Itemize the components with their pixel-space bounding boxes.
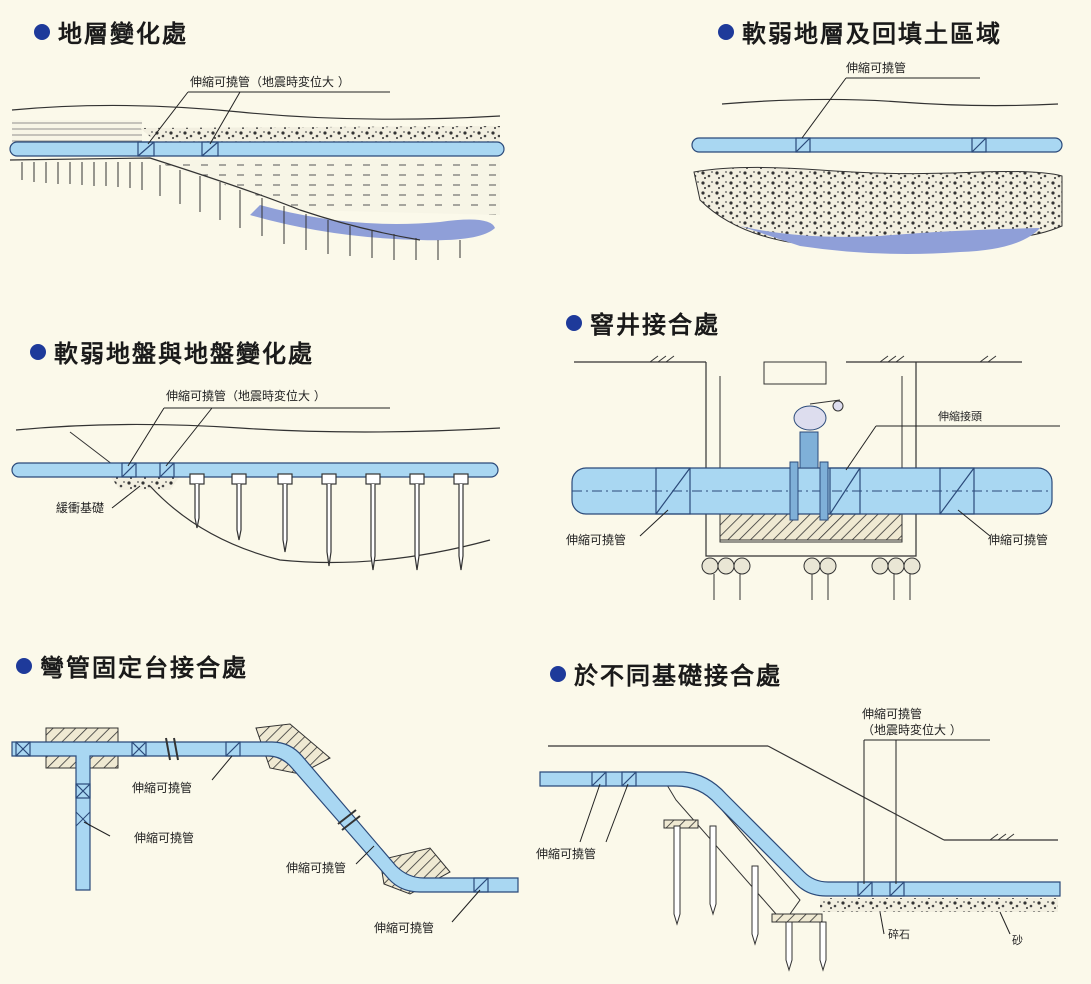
- label-flexible-pipe-4: 伸縮可撓管: [374, 920, 434, 935]
- label-flexible-pipe: 伸縮可撓管: [846, 60, 906, 75]
- valve-icon: [793, 405, 827, 431]
- bullet-icon: [566, 314, 582, 331]
- bullet-icon: [718, 23, 734, 40]
- soft-soil-backfill-diagram: 伸縮可撓管: [691, 60, 1063, 254]
- label-flexible-pipe-1: 伸縮可撓管: [132, 780, 192, 795]
- label-flexible-pipe-quake-top: 伸縮可撓管: [862, 706, 922, 721]
- label-flexible-pipe-2: 伸縮可撓管: [134, 830, 194, 845]
- panel-title-different-foundation: 於不同基礎接合處: [550, 656, 782, 691]
- panel-title-manhole-joint: 窨井接合處: [566, 305, 720, 340]
- panel-title-soft-soil-backfill: 軟弱地層及回填土區域: [718, 14, 1002, 49]
- label-buffer-foundation: 緩衝基礎: [56, 501, 104, 515]
- different-foundation-diagram: 伸縮可撓管 （地震時変位大 ） 伸縮可撓管 碎石 砂: [536, 706, 1061, 972]
- panel-title-bend-anchor-joint: 彎管固定台接合處: [16, 648, 248, 683]
- pipe: [11, 462, 499, 478]
- pipe: [9, 141, 505, 157]
- manhole-joint-diagram: 伸縮接頭 伸縮可撓管 伸縮可撓管: [566, 355, 1060, 600]
- label-quake-displacement: （地震時変位大 ）: [862, 722, 962, 737]
- label-sand: 砂: [1012, 934, 1023, 947]
- panel-title-soft-ground-change: 軟弱地盤與地盤變化處: [30, 334, 314, 369]
- label-crushed-stone: 碎石: [888, 927, 910, 941]
- pipe: [691, 137, 1063, 153]
- bullet-icon: [34, 23, 50, 40]
- bullet-icon: [16, 657, 32, 674]
- bullet-icon: [30, 343, 46, 360]
- label-expansion-joint: 伸縮接頭: [938, 409, 982, 423]
- label-flexible-pipe-3: 伸縮可撓管: [286, 860, 346, 875]
- label-flexible-pipe-left: 伸縮可撓管: [536, 846, 596, 861]
- strata-change-diagram: 伸縮可撓管（地震時変位大 ）: [9, 74, 505, 260]
- soft-ground-change-diagram: 伸縮可撓管（地震時変位大 ） 緩衝基礎: [11, 388, 501, 571]
- bullet-icon: [550, 665, 566, 682]
- pipe: [539, 771, 1061, 897]
- bend-anchor-joint-diagram: 伸縮可撓管 伸縮可撓管 伸縮可撓管 伸縮可撓管: [11, 723, 519, 935]
- pipe: [11, 741, 519, 893]
- label-flexible-pipe-left: 伸縮可撓管: [566, 532, 626, 547]
- label-flexible-pipe-right: 伸縮可撓管: [988, 532, 1048, 547]
- label-flexible-pipe-quake: 伸縮可撓管（地震時変位大 ）: [190, 74, 350, 89]
- label-flexible-pipe-quake: 伸縮可撓管（地震時変位大 ）: [166, 388, 326, 403]
- panel-title-strata-change: 地層變化處: [34, 14, 188, 49]
